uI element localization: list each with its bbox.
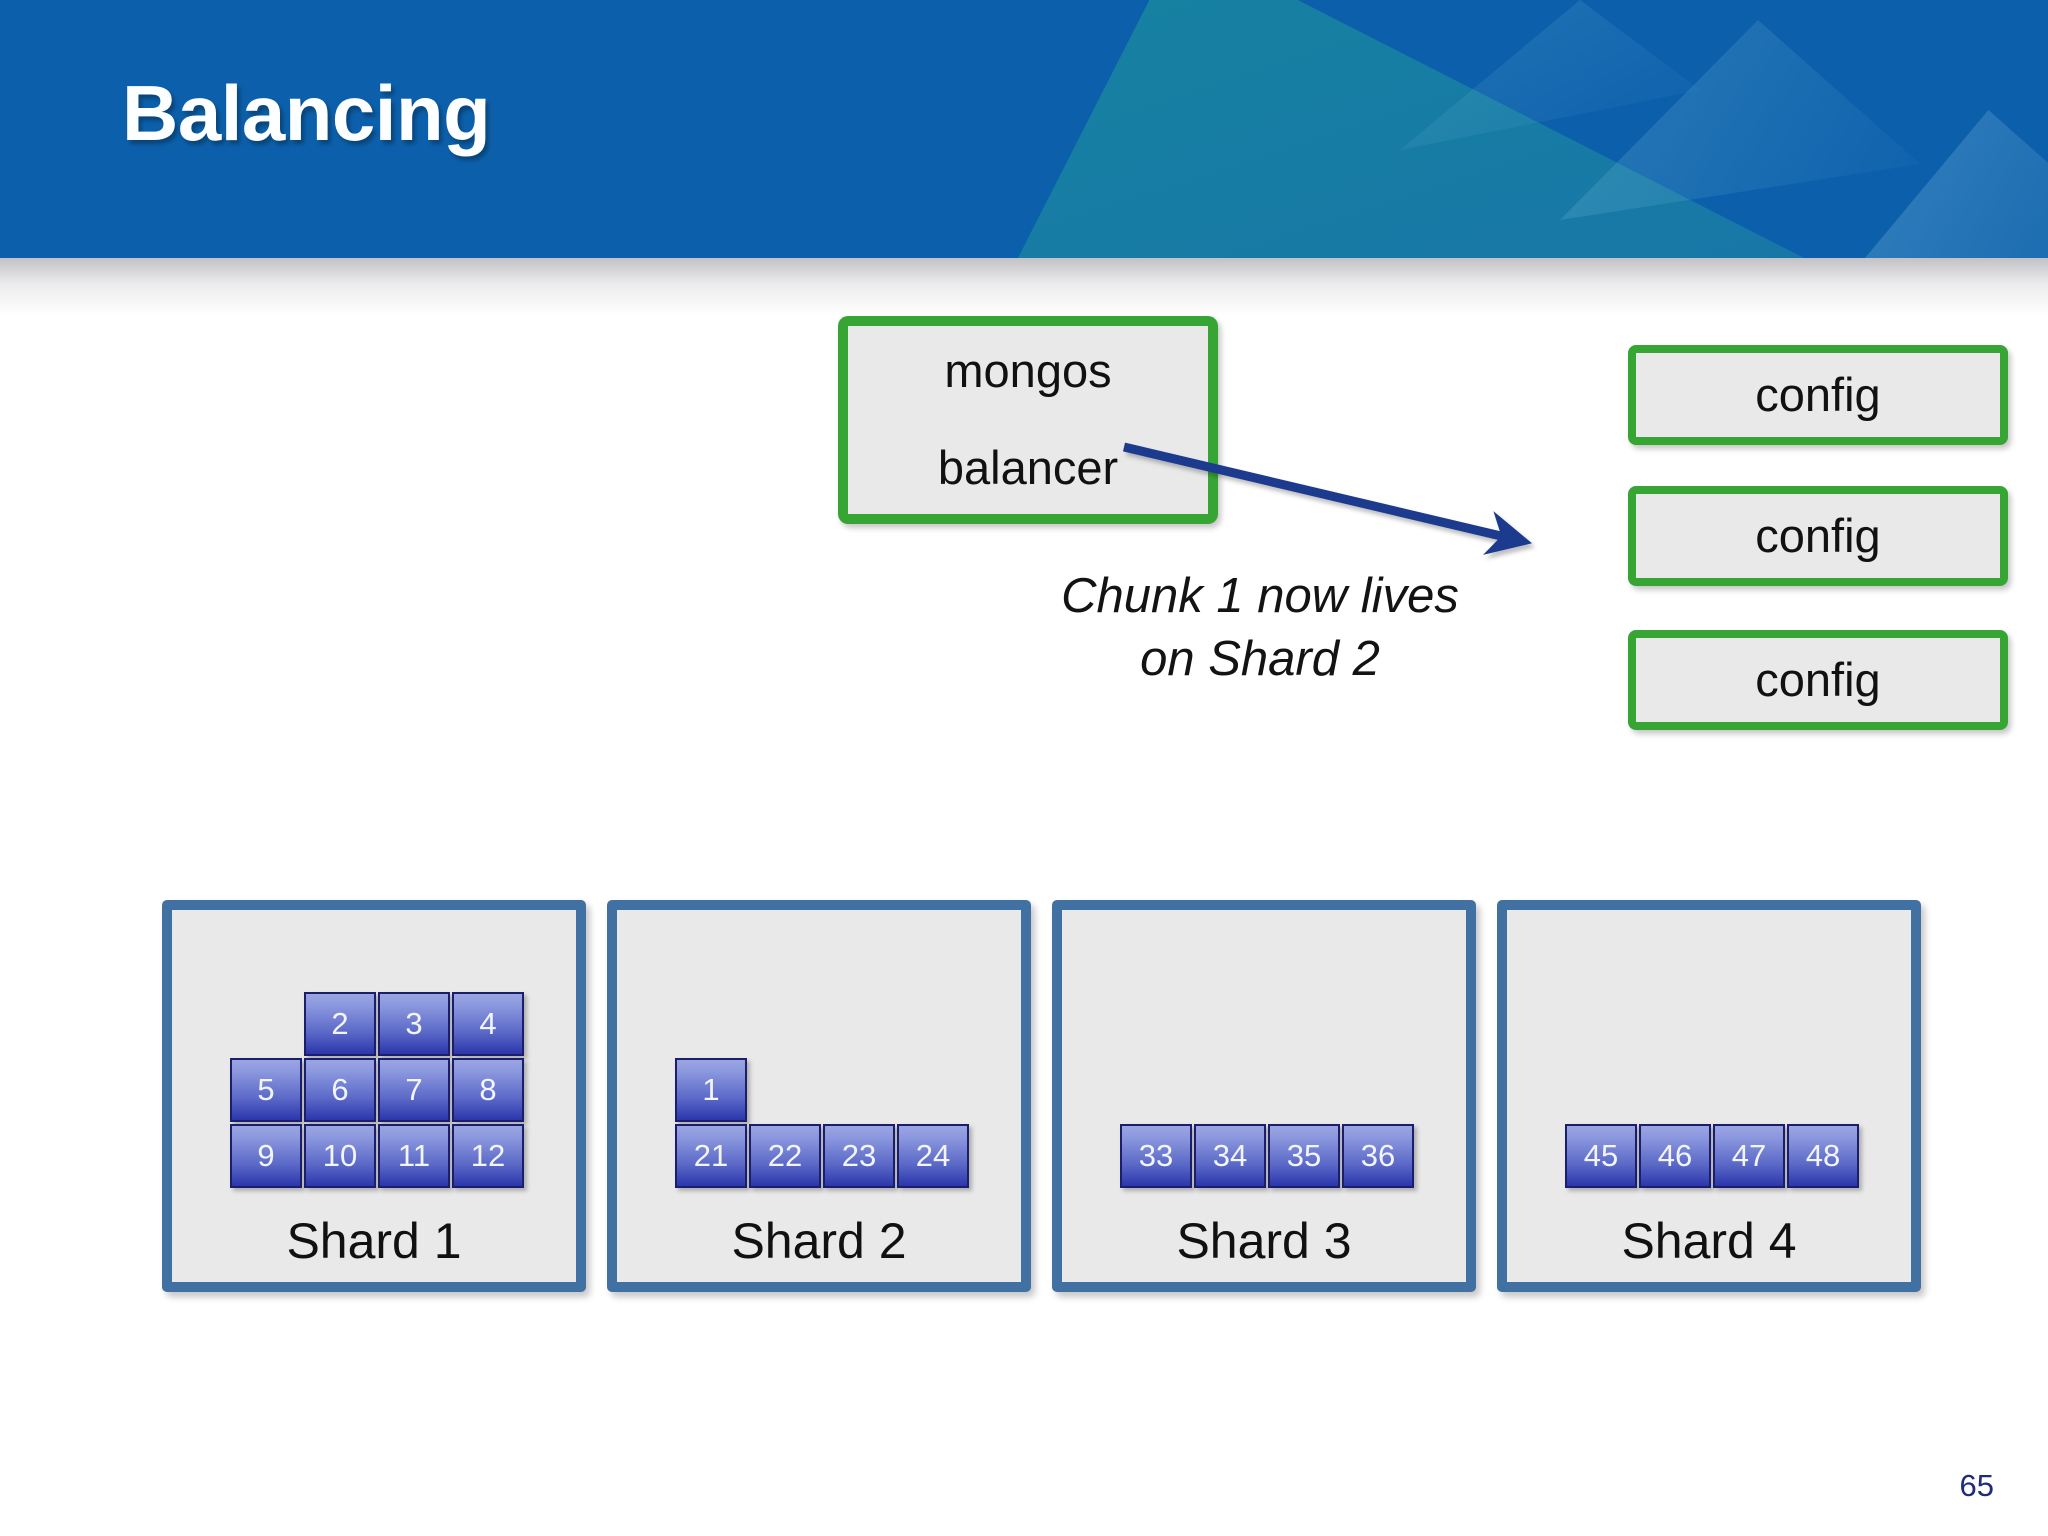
chunk-block[interactable]: 21 [675, 1124, 747, 1188]
chunk-block[interactable]: 10 [304, 1124, 376, 1188]
annotation-caption: Chunk 1 now lives on Shard 2 [1040, 565, 1480, 690]
balancer-to-config-arrow [1122, 442, 1533, 555]
chunk-block[interactable]: 12 [452, 1124, 524, 1188]
config-server-box-2-inner: config [1636, 494, 2000, 578]
annotation-caption-line-1: Chunk 1 now lives [1061, 569, 1459, 623]
shard-label: Shard 3 [1176, 1213, 1352, 1269]
chunk-block[interactable]: 8 [452, 1058, 524, 1122]
shard-label: Shard 1 [286, 1213, 462, 1269]
chunk-block[interactable]: 7 [378, 1058, 450, 1122]
chunk-block[interactable]: 33 [1120, 1124, 1192, 1188]
chunk-row: 1 [617, 1058, 1021, 1122]
mongos-router-box-inner: mongos balancer [848, 326, 1208, 514]
chunk-block[interactable]: 1 [675, 1058, 747, 1122]
chunk-block[interactable]: 47 [1713, 1124, 1785, 1188]
chunk-block[interactable]: 22 [749, 1124, 821, 1188]
chunk-block[interactable]: 36 [1342, 1124, 1414, 1188]
header-diagonal-accent [989, 0, 2048, 258]
chunk-block[interactable]: 48 [1787, 1124, 1859, 1188]
config-server-box-3[interactable]: config [1628, 630, 2008, 730]
chunk-block[interactable]: 24 [897, 1124, 969, 1188]
config-server-box-1-inner: config [1636, 353, 2000, 437]
page-title: Balancing [122, 69, 491, 157]
balancer-label: balancer [937, 441, 1119, 494]
chunk-block[interactable]: 35 [1268, 1124, 1340, 1188]
chunk-block[interactable]: 46 [1639, 1124, 1711, 1188]
chunk-block[interactable]: 45 [1565, 1124, 1637, 1188]
chunk-block[interactable]: 34 [1194, 1124, 1266, 1188]
chunk-block[interactable]: 9 [230, 1124, 302, 1188]
mongos-label: mongos [944, 344, 1112, 398]
config-server-box-2[interactable]: config [1628, 486, 2008, 586]
annotation-caption-line-2: on Shard 2 [1140, 631, 1380, 686]
config-server-box-3-inner: config [1636, 638, 2000, 722]
chunk-block[interactable]: 11 [378, 1124, 450, 1188]
shard-label: Shard 2 [731, 1213, 907, 1269]
header-drop-shadow [0, 258, 2048, 316]
chunk-block[interactable]: 2 [304, 992, 376, 1056]
chunk-block[interactable]: 6 [304, 1058, 376, 1122]
mongos-router-box[interactable]: mongos balancer [838, 316, 1218, 524]
config-server-label-1: config [1755, 367, 1881, 421]
chunk-block[interactable]: 3 [378, 992, 450, 1056]
config-server-box-1[interactable]: config [1628, 345, 2008, 445]
page-number: 65 [1959, 1468, 1994, 1503]
shard-label: Shard 4 [1621, 1213, 1797, 1269]
chunk-block[interactable]: 5 [230, 1058, 302, 1122]
chunk-block[interactable]: 4 [452, 992, 524, 1056]
config-server-label-3: config [1755, 652, 1881, 706]
slide-header-banner [0, 0, 2048, 258]
config-server-label-2: config [1755, 508, 1881, 562]
chunk-block[interactable]: 23 [823, 1124, 895, 1188]
